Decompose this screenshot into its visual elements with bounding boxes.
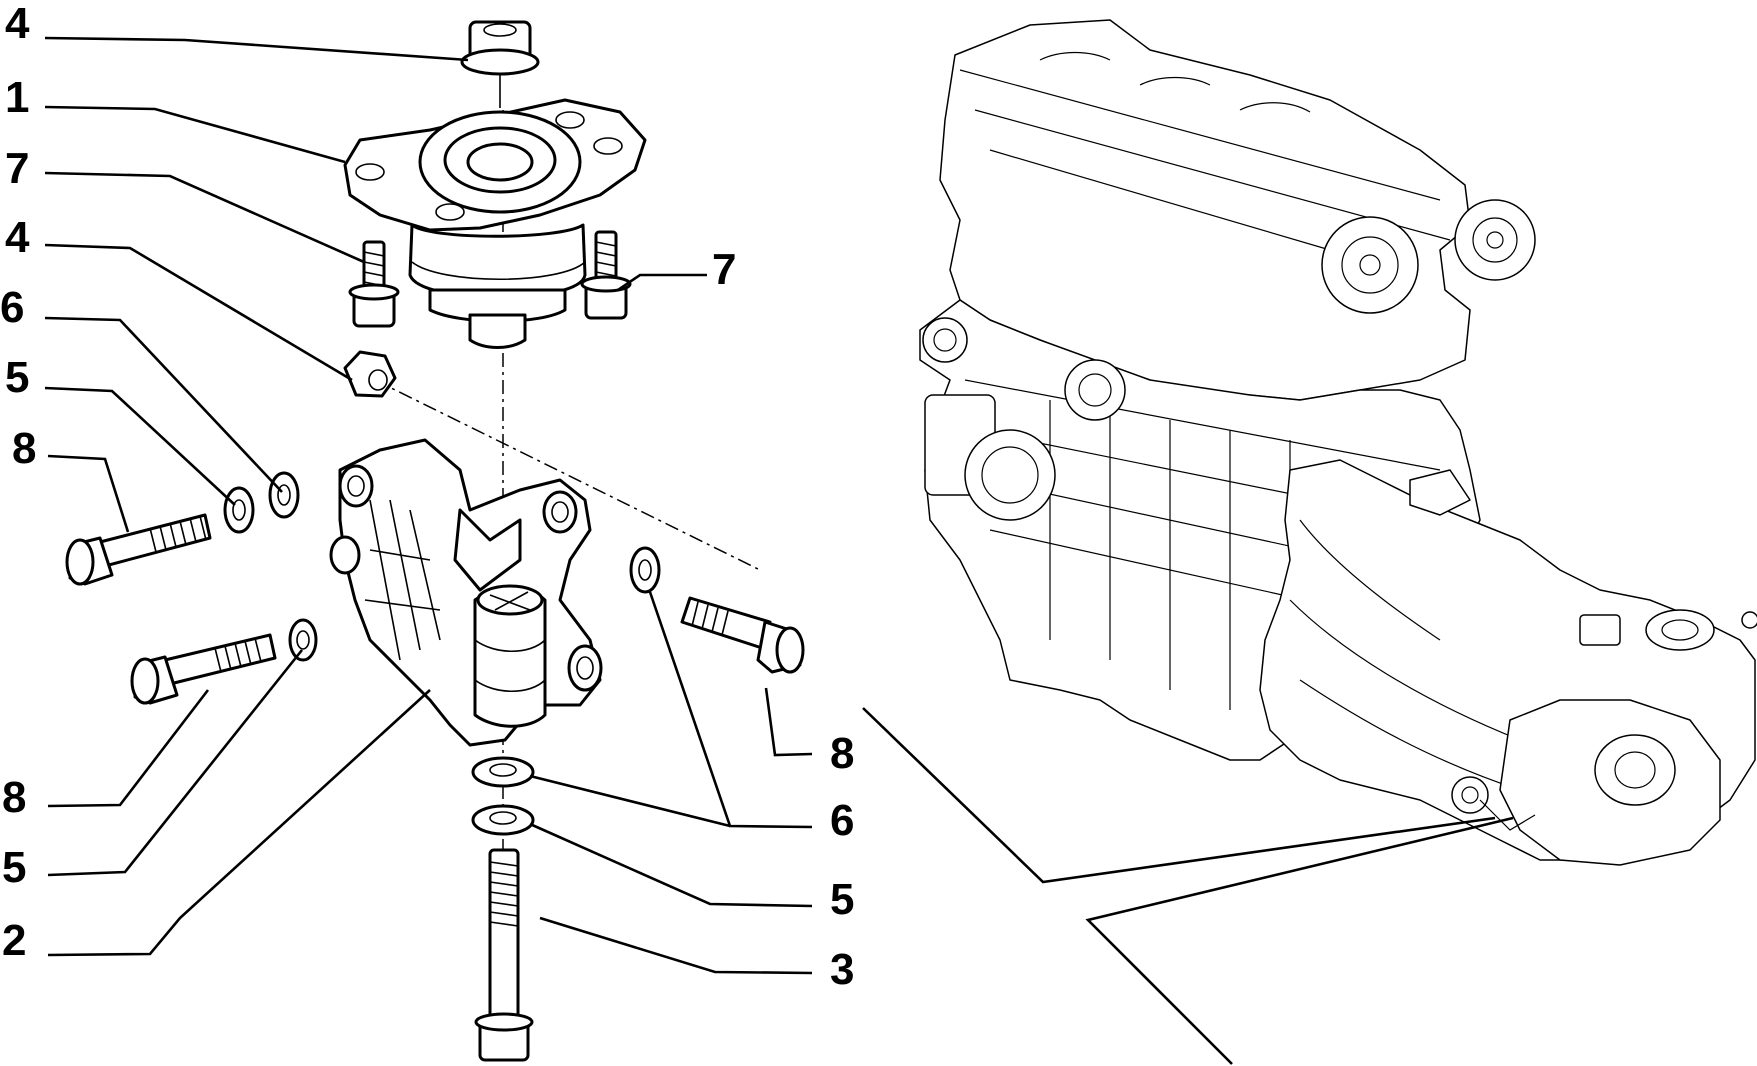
support-bracket-icon [329, 438, 603, 747]
hex-nut-icon [343, 350, 397, 398]
mount-screw-right-icon [580, 230, 632, 320]
washer-left-5-icon [223, 486, 255, 534]
callout-3-long-bolt: 3 [830, 945, 854, 994]
engine-mount-icon [343, 98, 647, 349]
callout-2-bracket: 2 [2, 916, 26, 965]
callout-6-left-washer: 6 [0, 283, 24, 332]
flange-nut-icon [460, 20, 540, 108]
callout-8-lower-left-bolt: 8 [2, 773, 26, 822]
washer-left-6-icon [268, 471, 300, 519]
callout-5-lower-left-washer: 5 [2, 843, 26, 892]
callout-4-middle-nut: 4 [5, 213, 30, 262]
engine-gearbox-assembly-icon [919, 19, 1757, 866]
callout-6-right-washer: 6 [830, 796, 854, 845]
leader-lines [44, 36, 813, 975]
washer-lower-left-icon [288, 618, 318, 662]
bolt-right-icon [680, 596, 805, 674]
assembly-leader-line-upper [862, 707, 1496, 884]
callout-1-engine-mount: 1 [5, 73, 29, 122]
washer-bottom-6-icon [471, 756, 535, 788]
callout-8-right-bolt: 8 [830, 729, 854, 778]
callout-5-bottom-washer: 5 [830, 875, 854, 924]
mount-screw-left-icon [348, 240, 400, 328]
callout-7-left-screw: 7 [5, 144, 29, 193]
washer-right-6-icon [629, 546, 661, 594]
callout-4-top-nut: 4 [5, 0, 30, 48]
bolt-upper-left-icon [65, 513, 212, 586]
callout-5-left-washer: 5 [5, 353, 29, 402]
callout-8-upper-left-bolt: 8 [12, 424, 36, 473]
callout-7-right-screw: 7 [712, 245, 736, 294]
assembly-leader-line-lower [1085, 816, 1514, 1065]
bolt-lower-left-icon [130, 633, 277, 705]
washer-bottom-5-icon [471, 804, 535, 836]
long-bolt-icon [474, 848, 534, 1062]
